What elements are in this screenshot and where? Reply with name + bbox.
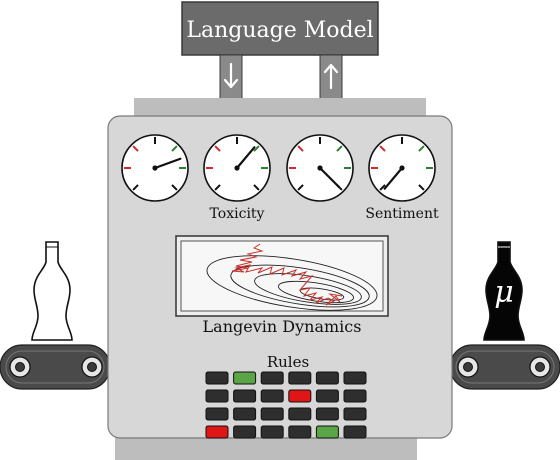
langevin-trajectory [231, 243, 343, 306]
language-model-rect [181, 1, 379, 56]
rule-button-dark[interactable] [233, 407, 257, 421]
gauge-1 [121, 134, 189, 202]
gauges [121, 134, 436, 202]
rule-button-dark[interactable] [343, 425, 367, 439]
rule-button-dark[interactable] [233, 389, 257, 403]
rule-button-green[interactable] [233, 371, 257, 385]
belt-wheel-hub [535, 362, 545, 372]
rule-button-dark[interactable] [260, 371, 284, 385]
rule-button-dark[interactable] [288, 407, 312, 421]
rule-button-red[interactable] [205, 425, 229, 439]
machine-top-ledge [134, 98, 426, 118]
rule-button-dark[interactable] [260, 407, 284, 421]
gauge-tick [379, 184, 386, 191]
rule-button-dark[interactable] [260, 389, 284, 403]
belt-wheel-hub [87, 362, 97, 372]
gauge-tick [418, 145, 425, 152]
language-model-label: Language Model [186, 18, 373, 43]
rule-button-dark[interactable] [315, 371, 339, 385]
gauge-tick [214, 184, 221, 191]
down-arrow-icon [223, 62, 239, 89]
gauge-tick [336, 145, 343, 152]
right-belt-wheels [457, 356, 551, 378]
toxicity-label: Toxicity [210, 206, 265, 222]
gauge-tick [132, 184, 139, 191]
rule-button-dark[interactable] [205, 371, 229, 385]
contour-lines [206, 255, 378, 311]
rule-button-dark[interactable] [205, 389, 229, 403]
gauge-tick [171, 184, 178, 191]
belt-wheel-hub [15, 362, 25, 372]
gauge-tick [297, 145, 304, 152]
gauge-pivot [152, 165, 158, 171]
rule-button-dark[interactable] [260, 425, 284, 439]
rule-button-dark[interactable] [233, 425, 257, 439]
rule-button-dark[interactable] [343, 371, 367, 385]
gauge-2 [203, 134, 271, 202]
gauge-tick [418, 184, 425, 191]
rule-button-dark[interactable] [288, 425, 312, 439]
up-arrow-icon [323, 63, 339, 90]
pipes [219, 54, 343, 101]
mu-label: μ [494, 275, 514, 310]
gauge-tick [253, 184, 260, 191]
gauge-pivot [399, 165, 405, 171]
gauge-tick [379, 145, 386, 152]
rule-button-dark[interactable] [343, 407, 367, 421]
rule-button-dark[interactable] [315, 389, 339, 403]
gauge-pivot [234, 165, 240, 171]
gauge-tick [214, 145, 221, 152]
empty-bottle-icon [31, 241, 73, 341]
gauge-tick [132, 145, 139, 152]
gauge-needle [235, 146, 256, 170]
gauge-4 [368, 134, 436, 202]
gauge-tick [253, 145, 260, 152]
rules-label: Rules [267, 353, 309, 371]
rule-button-dark[interactable] [343, 389, 367, 403]
belt-wheel-hub [463, 362, 473, 372]
left-belt-wheels [9, 356, 103, 378]
filled-bottle-icon: μ [483, 241, 525, 341]
rule-button-red[interactable] [288, 389, 312, 403]
rule-button-dark[interactable] [288, 371, 312, 385]
gauge-3 [286, 134, 354, 202]
rules-grid [205, 371, 367, 439]
sentiment-label: Sentiment [365, 206, 439, 222]
right-conveyor [449, 344, 560, 390]
gauge-needle [318, 166, 341, 189]
gauge-needle [383, 166, 404, 190]
left-conveyor [0, 344, 111, 390]
machine-base [115, 436, 417, 460]
gauge-tick [171, 145, 178, 152]
screen-inner [180, 240, 384, 312]
dynamics-screen: Langevin Dynamics [175, 235, 389, 336]
langevin-dynamics-label: Langevin Dynamics [203, 317, 362, 336]
gauge-needle [153, 157, 182, 170]
rule-button-dark[interactable] [205, 407, 229, 421]
rule-button-green[interactable] [315, 425, 339, 439]
rule-button-dark[interactable] [315, 407, 339, 421]
gauge-tick [297, 184, 304, 191]
gauge-pivot [317, 165, 323, 171]
language-model-box: Language Model [181, 1, 379, 56]
